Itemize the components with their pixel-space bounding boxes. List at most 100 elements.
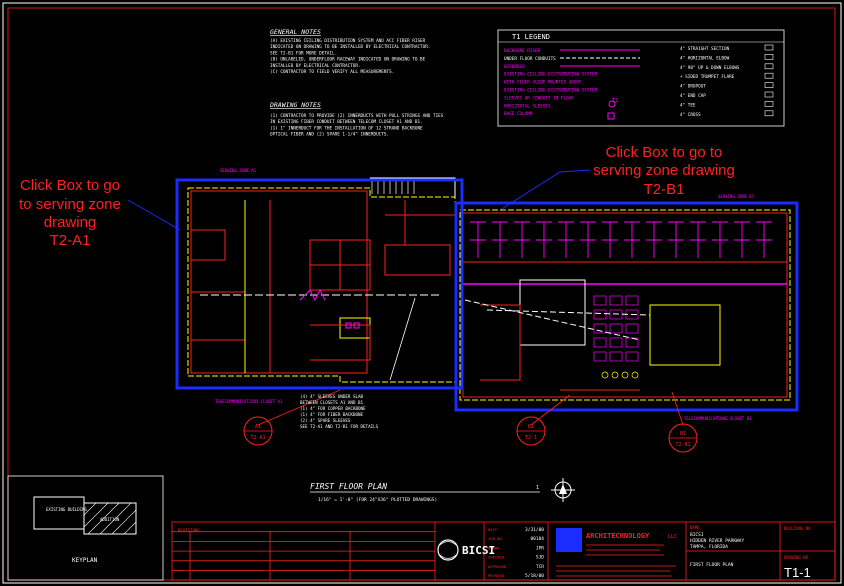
titleblock-date-label: APPROVED	[488, 564, 507, 569]
legend-fitting: 4" 90° UP & DOWN ELBOWS	[680, 65, 740, 71]
titleblock-date-label: DATE	[488, 527, 498, 532]
leader-b1	[499, 169, 591, 211]
titleblock-date-value: JPR	[536, 545, 544, 551]
legend-fitting: 4" DROPOUT	[680, 84, 706, 90]
callout-b1-t2[interactable]: B1 T2-1	[516, 394, 571, 446]
drawing-note-line: (1) 1" INNERDUCT FOR THE INSTALLATION OF…	[270, 125, 423, 131]
drawing-number: T1-1	[784, 565, 811, 580]
zone-b1-top-label: SERVING ZONE B1	[718, 194, 755, 199]
callout-b1-t2-num: B1	[528, 424, 534, 430]
legend-fitting: 4" TEE	[680, 102, 696, 108]
riser-note-line: BETWEEN CLOSETS A1 AND B1	[300, 400, 364, 405]
legend-fitting: 4" END CAP	[680, 93, 706, 99]
titleblock-date-label: DRAWN	[488, 545, 500, 550]
firm-logo-icon	[556, 528, 582, 552]
drawing-note-line: (1) CONTRACTOR TO PROVIDE (2) INNERDUCTS…	[270, 113, 444, 119]
plan-title-block: FIRST FLOOR PLAN 1/16" = 1'-0" (FOR 24"X…	[310, 478, 575, 503]
riser-note-line: (2) 4" SPARE SLEEVES	[300, 418, 351, 423]
click-label-a1: Click Box to go to serving zone drawing …	[19, 177, 121, 249]
zone-a1-bottom-label: TELECOMMUNICATIONS CLOSET A1	[215, 399, 283, 404]
legend-item: SLEEVES OR CONDUIT IN FLOOR	[504, 95, 574, 101]
fitting-symbol-icon	[764, 44, 774, 51]
keyplan: EXISTING BUILDING ADDITION KEYPLAN	[7, 475, 164, 581]
legend-fitting: 4" STRAIGHT SECTION	[680, 46, 730, 52]
legend-title: T1 LEGEND	[512, 33, 550, 41]
callout-a1[interactable]: A1 T2-A1	[243, 389, 341, 446]
drawing-notes: DRAWING NOTES (1) CONTRACTOR TO PROVIDE …	[269, 101, 444, 138]
riser-note-line: SEE T2-A1 AND T2-B1 FOR DETAILS	[300, 424, 379, 429]
serving-zone-b1-link[interactable]	[454, 201, 799, 412]
plan-ref: 1	[536, 485, 539, 491]
client-line-2: HIDDEN RIVER PARKWAY	[690, 538, 744, 544]
callout-b1-t2-sheet: T2-1	[525, 435, 537, 441]
titleblock-date-value: 5/18/00	[525, 573, 544, 579]
cubicle-array	[470, 221, 772, 258]
click-b1-line-1: Click Box to go to	[606, 144, 723, 161]
fitting-symbol-icon	[764, 72, 774, 79]
legend-fitting: + SIDED TRUMPET FLARE	[680, 74, 735, 80]
leader-a1	[127, 199, 181, 231]
legend-item: EXISTING CEILING DISTRIBUTION SYSTEM	[504, 88, 598, 94]
drawing-note-line: IN EXISTING FIBER CONDUIT BETWEEN TELECO…	[270, 119, 423, 125]
firm-name: ARCHITECHNOLOGY	[586, 532, 650, 540]
north-arrow-icon	[551, 478, 575, 502]
plan-title: FIRST FLOOR PLAN	[310, 482, 387, 491]
sheet-title: FIRST FLOOR PLAN	[690, 562, 734, 568]
plan-scale: 1/16" = 1'-0" (FOR 24"X36" PLOTTED DRAWI…	[318, 497, 437, 503]
keyplan-title: KEYPLAN	[72, 557, 98, 564]
legend-marker-label: T3	[612, 98, 618, 104]
click-b1-line-3: T2-B1	[644, 181, 685, 198]
callout-b1-sheet: T2-B1	[675, 442, 690, 448]
general-note-line: INDICATED ON DRAWING TO BE INSTALLED BY …	[270, 44, 430, 50]
legend-left-items: BACKBONE RISER UNDER FLOOR CONDUITS WIREMO…	[504, 48, 640, 120]
legend-box	[497, 29, 785, 127]
legend-item: HORIZONTAL SLEEVES	[504, 103, 551, 109]
building-no-label: BUILDING NO.	[784, 526, 813, 531]
riser-note-line: (1) 4" FOR FIBER BACKBONE	[300, 412, 364, 417]
fitting-symbol-icon	[764, 91, 774, 98]
legend: T1 LEGEND BACKBONE RISER UNDER FLOOR COND…	[497, 29, 785, 127]
keyplan-addition: ADDITION	[100, 517, 120, 522]
callout-a1-sheet: T2-A1	[250, 435, 265, 441]
general-note-line: SEE T2-B1 FOR MORE DETAIL.	[270, 50, 337, 56]
drawing-notes-title: DRAWING NOTES	[269, 101, 321, 109]
client-line-1: BICSI	[690, 532, 704, 538]
general-note-line: (C) CONTRACTOR TO FIELD VERIFY ALL MEASU…	[270, 69, 394, 75]
cubicle-array-lower	[593, 295, 639, 379]
client-line-3: TAMPA, FLORIDA	[690, 544, 728, 550]
keyplan-existing: EXISTING BUILDING	[46, 507, 88, 512]
click-a1-line-4: T2-A1	[50, 232, 91, 249]
zone-a1-top-label: SERVING ZONE A1	[220, 168, 257, 173]
titleblock	[171, 521, 836, 581]
serving-zone-a1-link[interactable]	[175, 178, 464, 390]
general-notes-title: GENERAL NOTES	[270, 28, 321, 36]
titleblock-date-label: JOB NO.	[488, 536, 504, 541]
drawing-note-line: OPTICAL FIBER AND (2) SPARE 1-1/4" INNER…	[270, 132, 389, 138]
callout-b1[interactable]: B1 T2-B1	[668, 391, 698, 453]
titleblock-date-label: PRINTED	[488, 573, 505, 578]
legend-item: WIREMOLD	[504, 64, 525, 70]
general-notes: GENERAL NOTES (A) EXISTING CEILING DISTR…	[270, 28, 430, 75]
zone-b1-bottom-label: TELECOMMUNICATIONS CLOSET B1	[684, 416, 752, 421]
legend-item: BACKBONE RISER	[504, 48, 541, 54]
floorplan-zone-a1: SERVING ZONE A1	[187, 168, 456, 383]
legend-item: UNDER FLOOR CONDUITS	[504, 56, 556, 62]
titleblock-date-value: 00104	[530, 536, 544, 542]
revision-grid	[172, 531, 435, 580]
general-notes-lines: (A) EXISTING CEILING DISTRIBUTION SYSTEM…	[270, 38, 430, 75]
click-b1-line-2: serving zone drawing	[593, 162, 735, 179]
bicsi-logo: BICSI	[437, 539, 495, 561]
riser-note-line: (4) 4" SLEEVES UNDER SLAB	[300, 394, 364, 399]
click-label-b1: Click Box to go to serving zone drawing …	[593, 144, 735, 198]
firm-block: ARCHITECHNOLOGY LLC	[556, 528, 677, 577]
titleblock-revisions: REVISIONS	[178, 528, 200, 533]
click-a1-line-2: to serving zone	[19, 196, 121, 213]
titleblock-date-value: TCR	[536, 564, 544, 570]
legend-item: BASE COLUMN	[504, 111, 533, 117]
callout-b1-num: B1	[680, 431, 686, 437]
legend-item: EXISTING CEILING DISTRIBUTION SYSTEM	[504, 72, 598, 78]
titleblock-border-top	[7, 7, 836, 581]
